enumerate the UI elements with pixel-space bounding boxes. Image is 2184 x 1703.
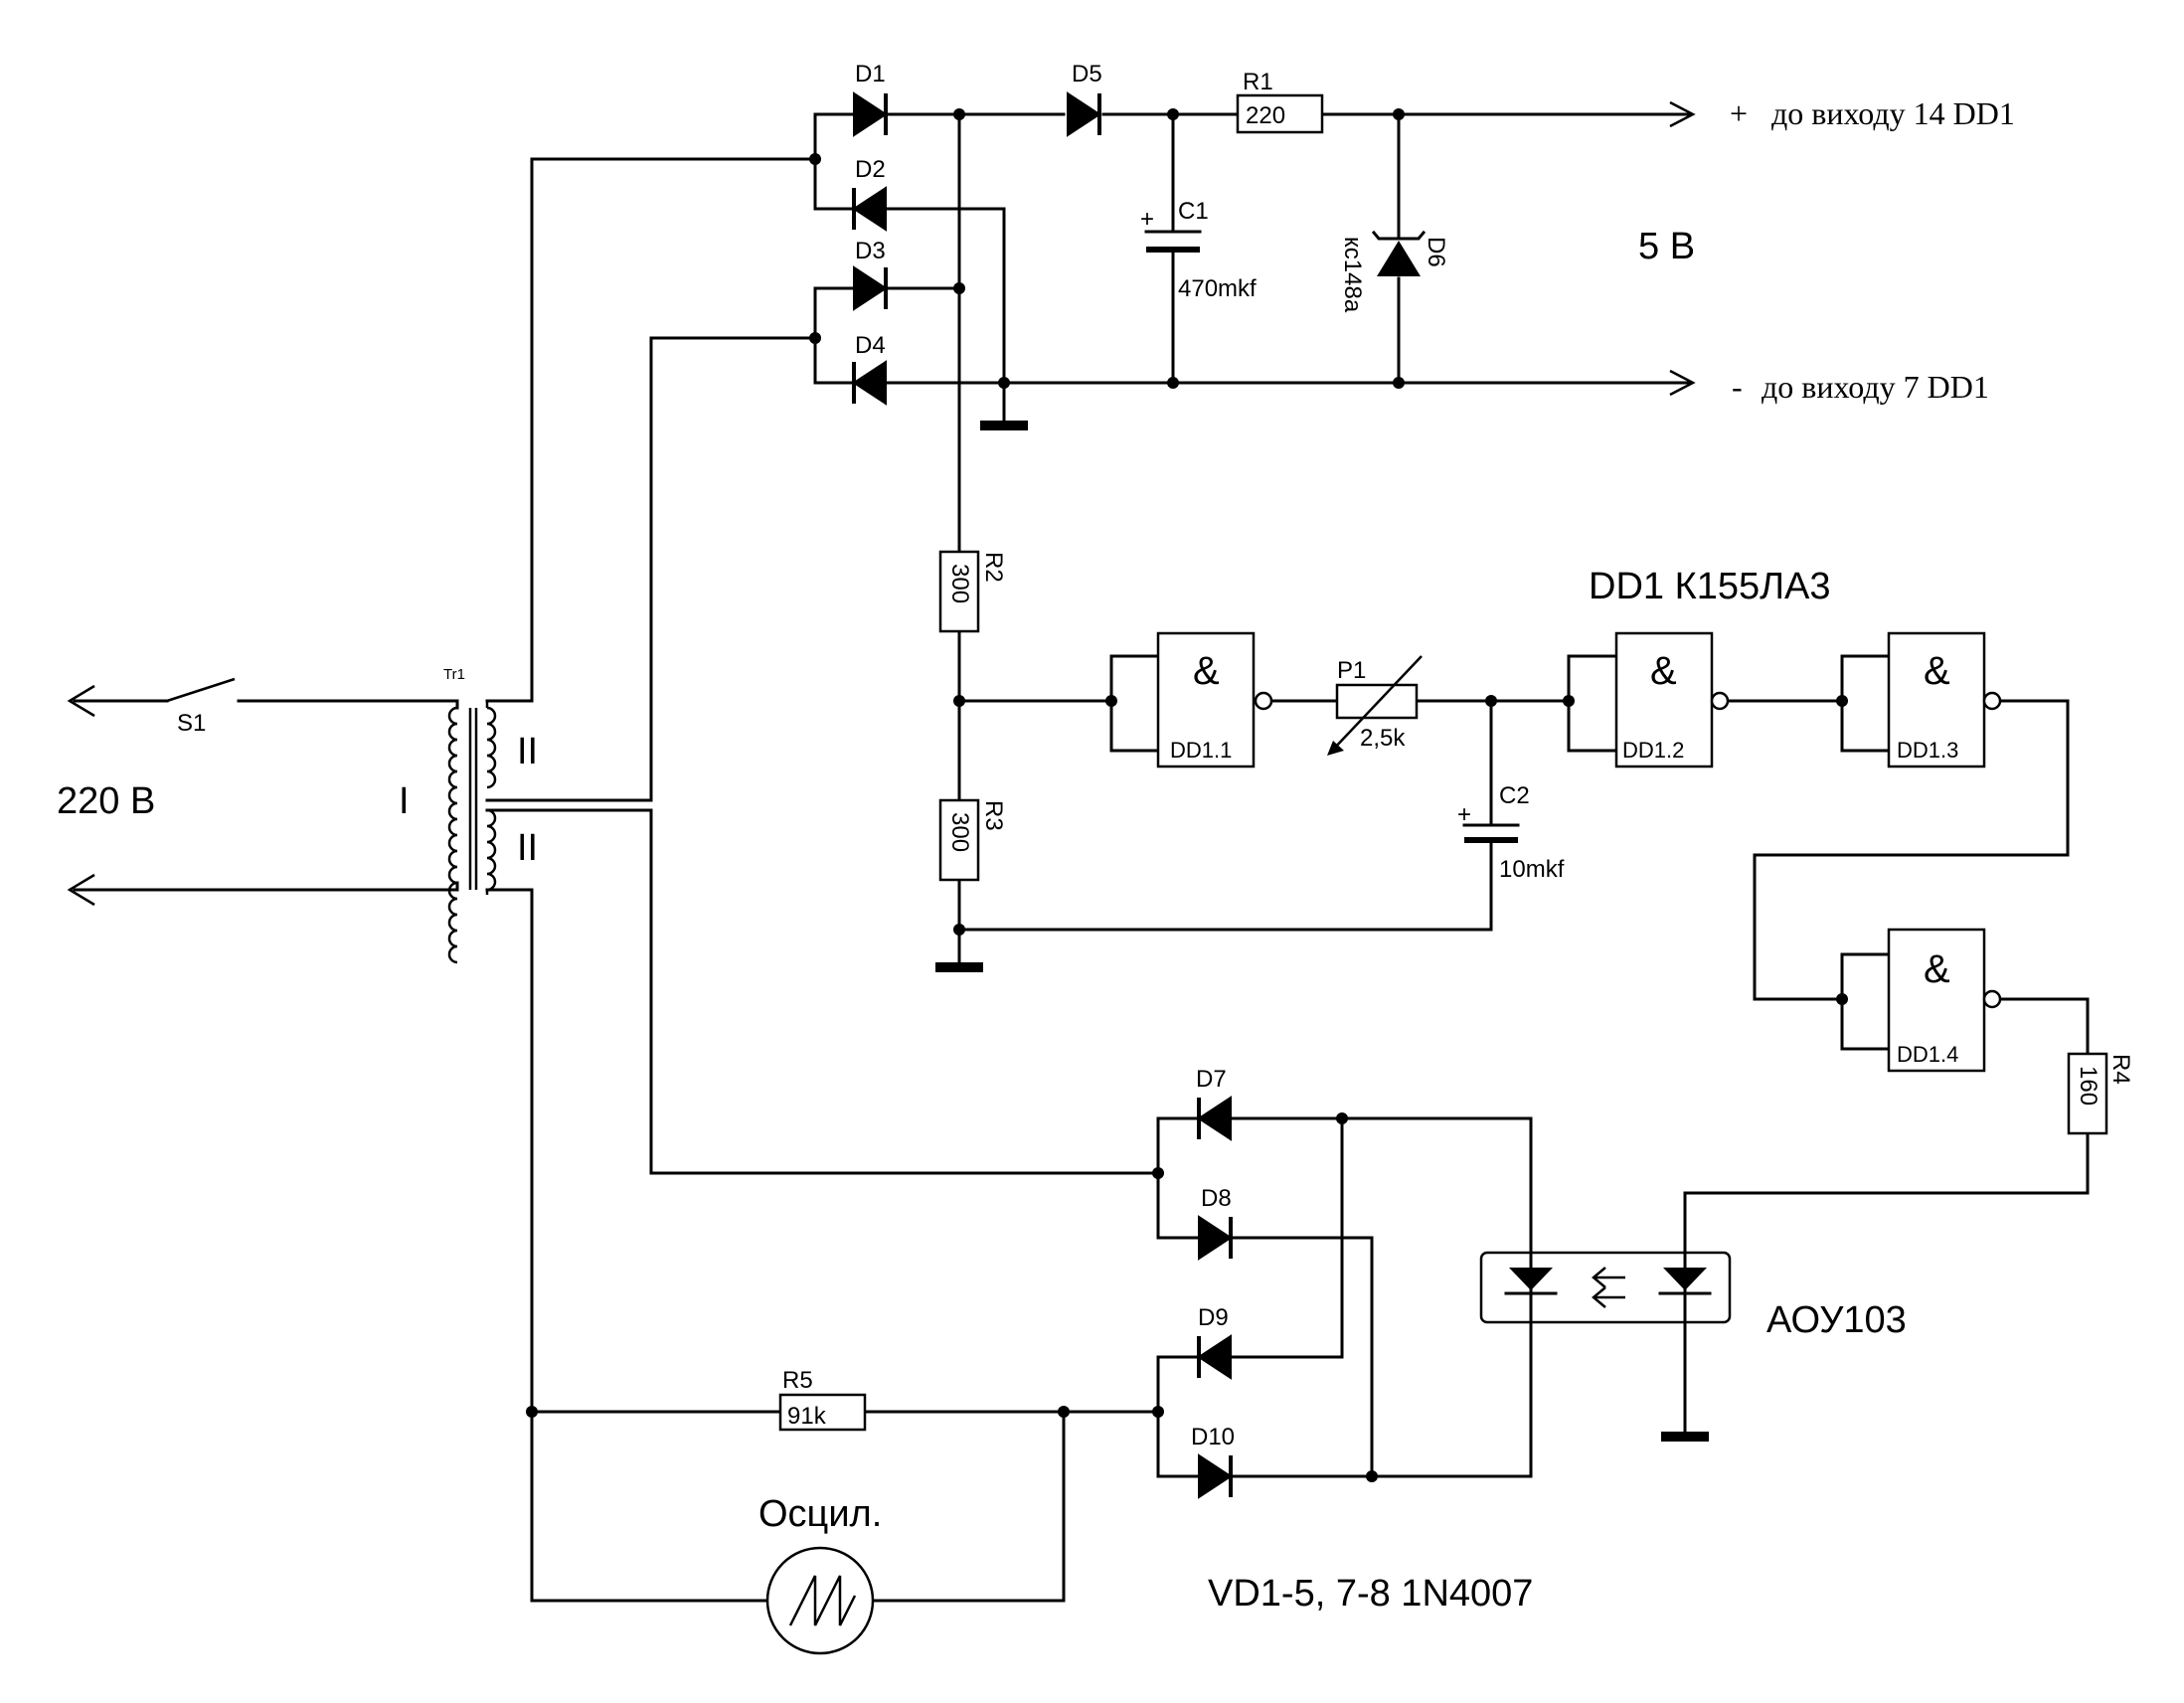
optocoupler — [1479, 1251, 1732, 1324]
ground-icon — [980, 421, 1028, 430]
nand-gate-dd1-1 — [1156, 631, 1256, 768]
label-d2: D2 — [855, 156, 886, 183]
resistor-r3 — [938, 798, 980, 882]
value-p1: 2,5k — [1360, 725, 1406, 752]
plus-output-arrow-icon — [1669, 100, 1696, 128]
label-r1: R1 — [1243, 69, 1273, 95]
diode-d2 — [845, 186, 892, 232]
potentiometer-p1 — [1335, 683, 1419, 720]
switch-s1 — [73, 677, 236, 703]
nand-gate-dd1-4 — [1887, 928, 1986, 1073]
label-r2: R2 — [980, 552, 1007, 583]
minus-output-arrow-icon — [1669, 369, 1696, 397]
mains-arrow-icon — [67, 873, 95, 907]
transformer-tr1 — [73, 699, 497, 964]
value-c2: 10mkf — [1499, 856, 1565, 883]
label-c1: C1 — [1178, 198, 1209, 225]
diode-d5 — [1066, 91, 1101, 137]
ic-title: DD1 К155ЛА3 — [1589, 566, 1831, 607]
diode-d10 — [1191, 1453, 1240, 1499]
optocoupler-label: АОУ103 — [1766, 1299, 1907, 1341]
label-dd1-2: DD1.2 — [1622, 738, 1684, 763]
capacitor-c2 — [1462, 823, 1520, 843]
value-r3: 300 — [946, 812, 973, 852]
plus-output-label: до виходу 14 DD1 — [1771, 95, 2015, 131]
c2-plus-sign: + — [1457, 801, 1471, 828]
diode-d9 — [1191, 1334, 1240, 1380]
plus-sign: + — [1730, 95, 1748, 131]
voltage-label: 5 В — [1638, 226, 1695, 267]
resistor-r4 — [2067, 1052, 2108, 1135]
label-d6-type: кс148а — [1339, 237, 1366, 313]
secondary-top-label: II — [517, 731, 538, 772]
value-r4: 160 — [2075, 1066, 2101, 1106]
zener-diode-d6 — [1371, 230, 1427, 276]
diode-d8 — [1191, 1215, 1240, 1261]
diode-d4 — [845, 360, 892, 406]
label-r5: R5 — [782, 1367, 813, 1394]
label-s1: S1 — [177, 710, 206, 737]
oscilloscope-label: Осцил. — [758, 1493, 882, 1535]
inverter-bubble-icon — [1710, 691, 1730, 711]
diode-d3 — [845, 265, 892, 311]
label-d6: D6 — [1423, 237, 1449, 267]
mains-arrow-icon — [67, 684, 95, 718]
label-tr1: Tr1 — [443, 666, 465, 683]
value-r5: 91k — [787, 1403, 827, 1430]
label-r3: R3 — [980, 800, 1007, 831]
primary-label: I — [399, 780, 410, 822]
variable-arrow-icon — [1331, 655, 1423, 752]
power-supply-wiring — [485, 112, 1692, 971]
diode-note: VD1-5, 7-8 1N4007 — [1208, 1573, 1533, 1615]
ground-icon — [935, 962, 983, 972]
label-r4: R4 — [2107, 1054, 2134, 1085]
label-dd1-1: DD1.1 — [1170, 738, 1232, 763]
label-d9: D9 — [1198, 1304, 1229, 1331]
value-r2: 300 — [946, 564, 973, 603]
value-r1: 220 — [1246, 102, 1285, 129]
label-dd1-3: DD1.3 — [1897, 738, 1958, 763]
nand-gate-dd1-2 — [1614, 631, 1714, 768]
inverter-bubble-icon — [1254, 691, 1273, 711]
label-d7: D7 — [1196, 1066, 1227, 1093]
gate-symbol: & — [1650, 649, 1677, 693]
diode-d7 — [1191, 1096, 1240, 1141]
label-p1: P1 — [1337, 657, 1366, 684]
secondary-bottom-label: II — [517, 827, 538, 869]
capacitor-c1 — [1144, 230, 1202, 253]
c1-plus-sign: + — [1140, 206, 1154, 233]
nand-gate-dd1-3 — [1887, 631, 1986, 768]
resistor-r1 — [1236, 93, 1324, 134]
label-dd1-4: DD1.4 — [1897, 1042, 1958, 1067]
diode-d1 — [845, 91, 892, 137]
resistor-r2 — [938, 550, 980, 633]
gate-symbol: & — [1924, 649, 1950, 693]
junction-dots — [526, 108, 1848, 1482]
gate-symbol: & — [1924, 947, 1950, 991]
inverter-bubble-icon — [1982, 691, 2002, 711]
mains-voltage-label: 220 В — [57, 780, 155, 822]
inverter-bubble-icon — [1982, 989, 2002, 1009]
gate-symbol: & — [1193, 649, 1220, 693]
label-d3: D3 — [855, 238, 886, 264]
label-c2: C2 — [1499, 782, 1530, 809]
resistor-r5 — [778, 1393, 867, 1432]
minus-sign: - — [1732, 369, 1743, 405]
label-d10: D10 — [1191, 1424, 1235, 1450]
label-d1: D1 — [855, 61, 886, 87]
label-d8: D8 — [1201, 1185, 1232, 1212]
label-d4: D4 — [855, 332, 886, 359]
value-c1: 470mkf — [1178, 275, 1257, 302]
label-d5: D5 — [1072, 61, 1102, 87]
minus-output-label: до виходу 7 DD1 — [1762, 369, 1989, 405]
ground-icon — [1661, 1432, 1709, 1442]
oscilloscope — [765, 1546, 875, 1655]
